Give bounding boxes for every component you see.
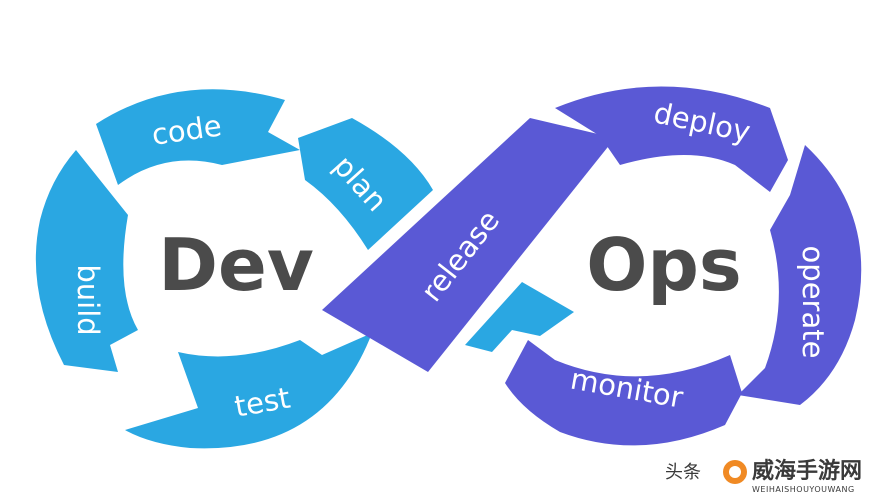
segment-plan bbox=[298, 118, 433, 250]
watermark: 头条 威海手游网 WEIHAISHOUYOUWANG bbox=[665, 458, 862, 494]
hub-label-ops: Ops bbox=[586, 223, 742, 307]
segment-test bbox=[125, 333, 372, 449]
segment-crossover-blue bbox=[465, 282, 574, 352]
segment-deploy bbox=[555, 86, 788, 192]
segment-operate bbox=[738, 145, 862, 405]
segment-code bbox=[96, 89, 300, 185]
dev-loop bbox=[35, 89, 574, 449]
watermark-prefix: 头条 bbox=[665, 462, 701, 483]
watermark-brand: 威海手游网 bbox=[752, 458, 862, 484]
ops-loop bbox=[322, 86, 862, 446]
segment-build bbox=[35, 150, 138, 372]
label-build: build bbox=[71, 264, 105, 335]
segment-monitor bbox=[505, 340, 742, 446]
label-operate: operate bbox=[796, 246, 830, 359]
watermark-sub: WEIHAISHOUYOUWANG bbox=[752, 485, 855, 494]
segment-release bbox=[322, 118, 615, 372]
hub-label-dev: Dev bbox=[158, 223, 314, 307]
